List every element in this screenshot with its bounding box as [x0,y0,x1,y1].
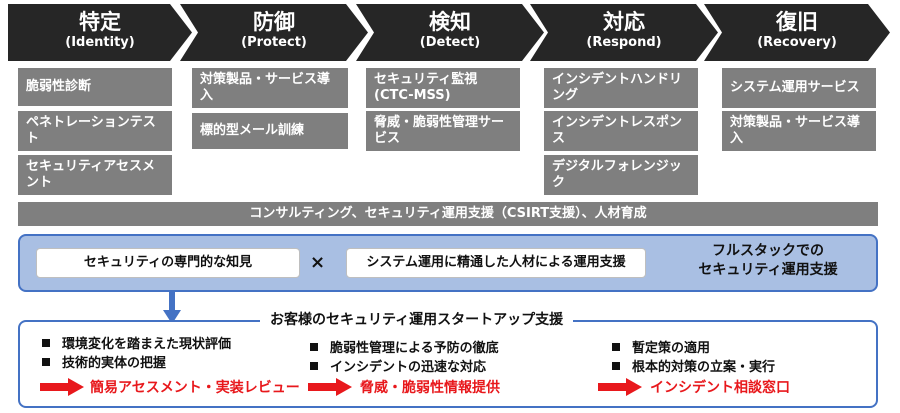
phase-title: 対応 [603,10,645,34]
startup-title: お客様のセキュリティ運用スタートアップ支援 [260,310,574,330]
fullstack-line: セキュリティ運用支援 [698,262,838,278]
bullet-item: 暫定策の適用 [612,340,710,357]
offer-label: 脅威・脆弱性情報提供 [360,380,500,396]
bullet-item: 環境変化を踏まえた現状評価 [42,336,231,353]
fullstack-label: フルスタックでの セキュリティ運用支援 [664,242,872,280]
service-box: インシデントレスポンス [544,111,698,151]
phase-title: 特定 [79,10,121,34]
service-box: 対策製品・サービス導入 [192,68,348,108]
service-box: セキュリティ監視(CTC-MSS) [366,68,520,108]
service-box: セキュリティアセスメント [18,155,172,195]
phase-subtitle: (Recovery) [757,35,837,50]
offer-label: 簡易アセスメント・実装レビュー [90,380,300,396]
bullet-item: インシデントの迅速な対応 [310,359,486,376]
fullstack-line: フルスタックでの [712,243,824,259]
phase-subtitle: (Protect) [241,35,307,50]
phase-title: 復旧 [776,10,818,34]
phase-identity: 特定 (Identity) [8,4,192,61]
bullet-square-icon [310,362,318,370]
bullet-square-icon [310,343,318,351]
phase-title: 防御 [253,10,295,34]
expertise-pill: セキュリティの専門的な知見 [36,248,300,278]
service-box: 脅威・脆弱性管理サービス [366,111,520,151]
service-box: デジタルフォレンジック [544,155,698,195]
times-symbol: × [310,252,326,273]
red-arrow-icon [598,378,642,396]
operations-pill: システム運用に精通した人材による運用支援 [346,248,646,278]
service-box: 標的型メール訓練 [192,113,348,149]
bullet-square-icon [42,339,50,347]
bullet-item: 脆弱性管理による予防の徹底 [310,340,499,357]
bullet-square-icon [612,343,620,351]
bullet-square-icon [42,358,50,366]
phase-subtitle: (Identity) [65,35,135,50]
bullet-square-icon [612,362,620,370]
phase-title: 検知 [429,10,471,34]
offer-label: インシデント相談窓口 [650,380,790,396]
down-arrow-icon [163,290,181,324]
service-box: インシデントハンドリング [544,68,698,108]
phase-protect: 防御 (Protect) [180,4,368,61]
service-box: システム運用サービス [722,68,876,108]
red-arrow-icon [40,378,84,396]
phase-subtitle: (Detect) [419,35,481,50]
service-box: 対策製品・サービス導入 [722,111,876,151]
phase-subtitle: (Respond) [586,35,662,50]
support-band: コンサルティング、セキュリティ運用支援（CSIRT支援）、人材育成 [18,202,878,226]
phase-detect: 検知 (Detect) [356,4,544,61]
bullet-item: 根本的対策の立案・実行 [612,359,775,376]
bullet-item: 技術的実体の把握 [42,355,166,372]
phase-respond: 対応 (Respond) [530,4,718,61]
phase-recovery: 復旧 (Recovery) [704,4,890,61]
service-box: ペネトレーションテスト [18,111,172,151]
service-box: 脆弱性診断 [18,68,172,106]
red-arrow-icon [308,378,352,396]
